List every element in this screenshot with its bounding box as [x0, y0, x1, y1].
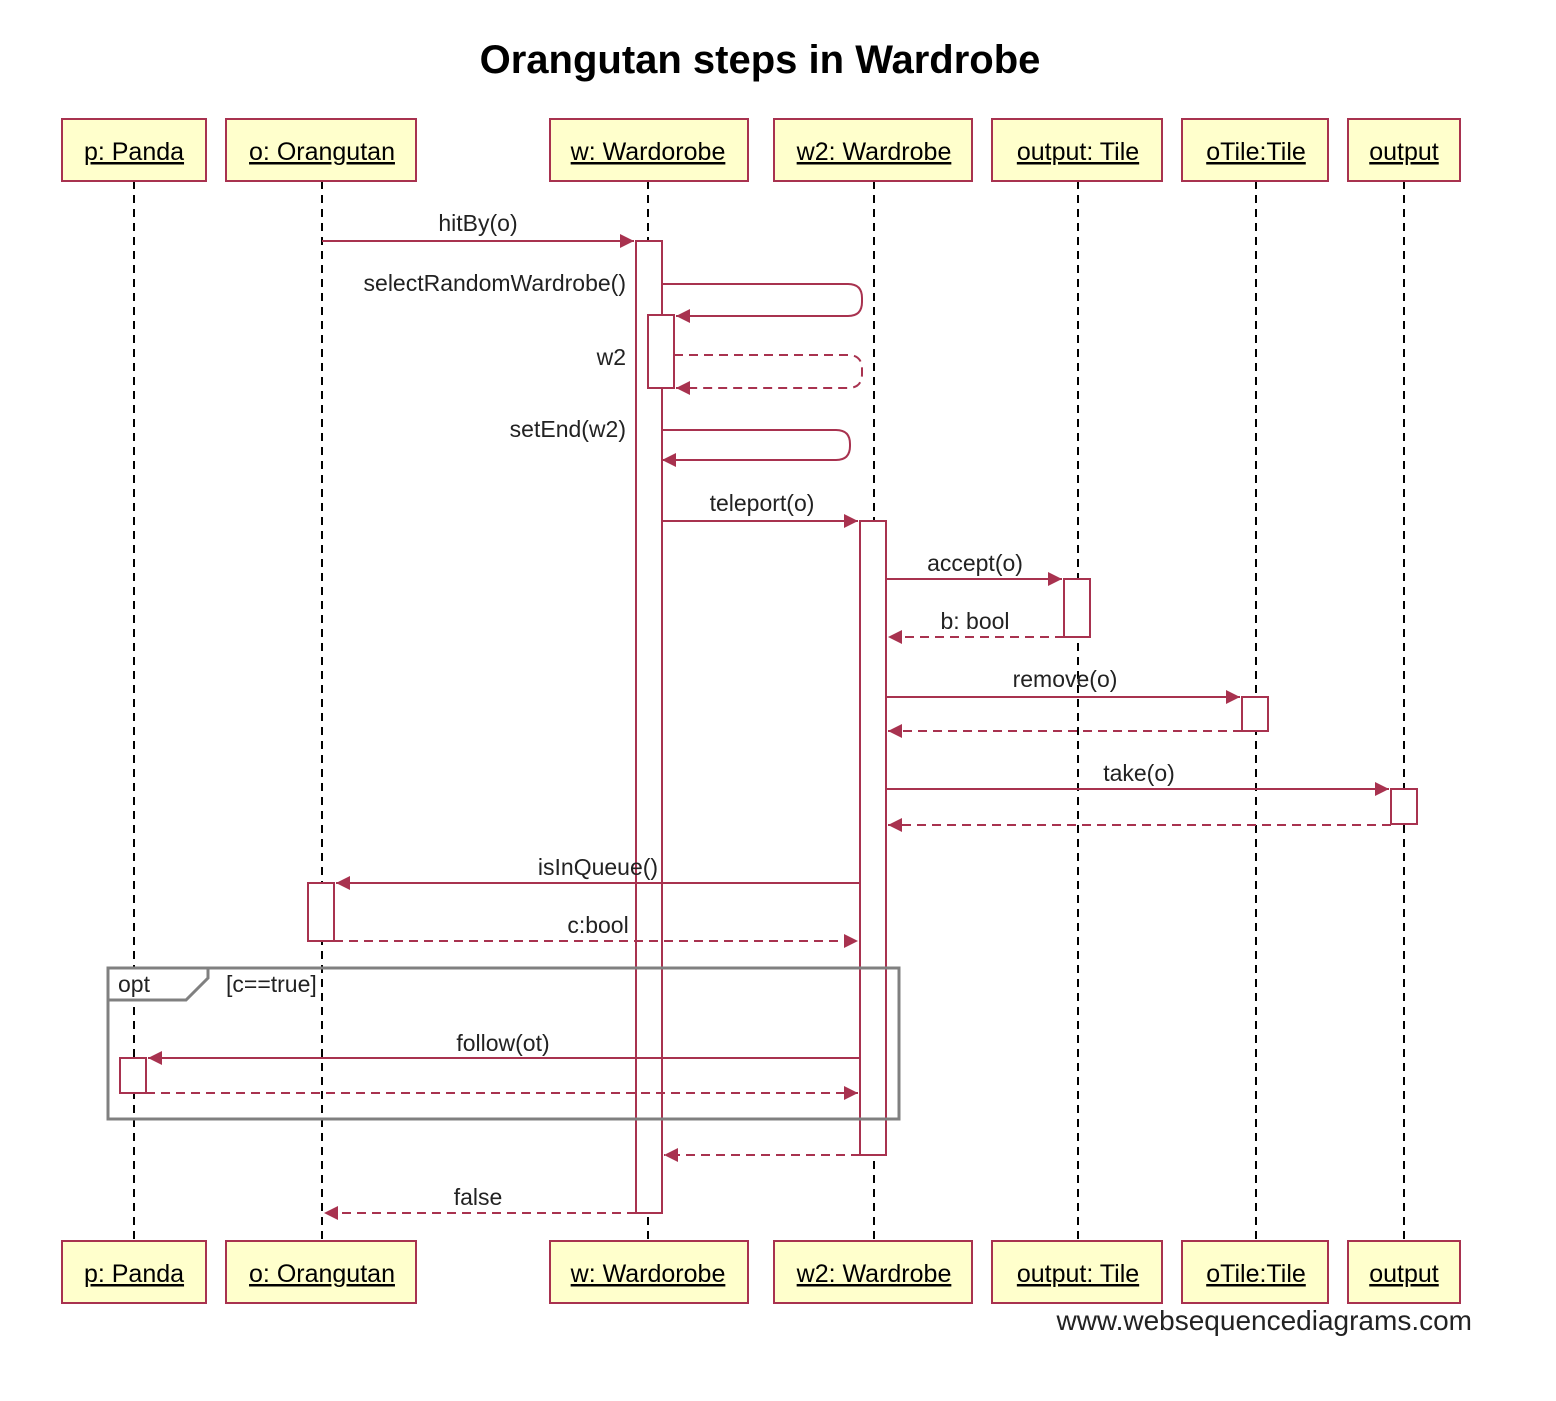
participant-box — [225, 118, 417, 182]
participant-panda-bottom: p: Panda — [61, 1240, 207, 1304]
message-label: accept(o) — [927, 550, 1023, 576]
participant-label: p: Panda — [84, 138, 184, 166]
participant-otile-bottom: oTile:Tile — [1181, 1240, 1329, 1304]
participant-orangutan-bottom: o: Orangutan — [225, 1240, 417, 1304]
participant-box — [61, 1240, 207, 1304]
message-label: w2 — [596, 344, 626, 370]
return-arrow — [674, 354, 863, 395]
call-arrow — [662, 283, 863, 323]
message-b-bool: b: bool — [888, 608, 1064, 644]
participant-output-top: output — [1347, 118, 1461, 182]
messages: hitBy(o) selectRandomWardrobe() w2 setEnd(w… — [146, 210, 1391, 1220]
watermark: www.websequencediagrams.com — [1055, 1305, 1472, 1336]
participant-otile-top: oTile:Tile — [1181, 118, 1329, 182]
participant-box — [991, 118, 1163, 182]
participant-box — [549, 118, 749, 182]
message-teleport-o: teleport(o) — [662, 490, 858, 528]
participant-box — [991, 1240, 1163, 1304]
w2-activation — [859, 520, 887, 1156]
participant-w-bottom: w: Wardorobe — [549, 1240, 749, 1304]
message-take-o: take(o) — [886, 760, 1389, 796]
panda-activation — [119, 1057, 147, 1094]
opt-fragment: opt [c==true] — [106, 966, 901, 1121]
participant-box — [1181, 1240, 1329, 1304]
participant-box — [61, 118, 207, 182]
message-label: take(o) — [1103, 760, 1175, 786]
message-selectrandomwardrobe: selectRandomWardrobe() — [364, 270, 863, 323]
participant-label: output: Tile — [1017, 1260, 1139, 1288]
message-accept-o: accept(o) — [886, 550, 1062, 586]
participant-label: o: Orangutan — [249, 1260, 395, 1288]
participant-output_tile-top: output: Tile — [991, 118, 1163, 182]
activation-bars — [119, 240, 1418, 1214]
call-arrow — [662, 429, 851, 467]
participant-label: p: Panda — [84, 1260, 184, 1288]
message-label: follow(ot) — [456, 1030, 549, 1056]
participant-w-top: w: Wardorobe — [549, 118, 749, 182]
message-label: selectRandomWardrobe() — [364, 270, 626, 296]
orangutan-activation — [307, 882, 335, 942]
participant-heads-top: p: Panda o: Orangutan w: Wardorobe w2: Ward… — [61, 118, 1461, 182]
output-activation — [1390, 788, 1418, 825]
w-nested-activation — [647, 314, 675, 389]
message-label: hitBy(o) — [438, 210, 517, 236]
fragment-operator: opt — [118, 971, 151, 997]
message-hitby-o: hitBy(o) — [322, 210, 634, 248]
participant-label: w: Wardorobe — [570, 138, 726, 166]
participant-box — [773, 118, 973, 182]
message-false: false — [324, 1184, 636, 1220]
participant-label: output — [1369, 1260, 1439, 1288]
participant-box — [773, 1240, 973, 1304]
w-activation — [635, 240, 663, 1214]
output-tile-activation — [1063, 578, 1091, 638]
participant-box — [1181, 118, 1329, 182]
participant-label: output — [1369, 138, 1439, 166]
message-w2: w2 — [596, 344, 863, 395]
fragment-frame — [106, 966, 901, 1121]
message-setend-w2: setEnd(w2) — [510, 416, 851, 467]
message-c-bool: c:bool — [334, 912, 858, 948]
message-label: c:bool — [567, 912, 628, 938]
message-follow-ot: follow(ot) — [148, 1030, 860, 1065]
participant-label: w: Wardorobe — [570, 1260, 726, 1288]
participant-output_tile-bottom: output: Tile — [991, 1240, 1163, 1304]
participant-w2-bottom: w2: Wardrobe — [773, 1240, 973, 1304]
participant-box — [549, 1240, 749, 1304]
fragment-guard: [c==true] — [226, 971, 317, 997]
diagram-title: Orangutan steps in Wardrobe — [480, 38, 1041, 82]
participant-output-bottom: output — [1347, 1240, 1461, 1304]
participant-box — [1347, 1240, 1461, 1304]
participant-orangutan-top: o: Orangutan — [225, 118, 417, 182]
message-label: remove(o) — [1013, 666, 1118, 692]
participant-heads-bottom: p: Panda o: Orangutan w: Wardorobe w2: Ward… — [61, 1240, 1461, 1304]
participant-label: output: Tile — [1017, 138, 1139, 166]
message-isinqueue: isInQueue() — [336, 854, 860, 890]
message-label: setEnd(w2) — [510, 416, 626, 442]
participant-w2-top: w2: Wardrobe — [773, 118, 973, 182]
fragment-tab — [106, 966, 210, 1002]
message-label: isInQueue() — [538, 854, 658, 880]
participant-box — [1347, 118, 1461, 182]
participant-panda-top: p: Panda — [61, 118, 207, 182]
message-remove-o: remove(o) — [886, 666, 1240, 704]
participant-label: oTile:Tile — [1206, 138, 1306, 166]
participant-box — [225, 1240, 417, 1304]
participant-label: o: Orangutan — [249, 138, 395, 166]
otile-activation — [1241, 696, 1269, 732]
participant-label: w2: Wardrobe — [796, 1260, 952, 1288]
participant-label: w2: Wardrobe — [796, 138, 952, 166]
participant-label: oTile:Tile — [1206, 1260, 1306, 1288]
lifelines — [133, 181, 1405, 1241]
message-label: teleport(o) — [710, 490, 815, 516]
message-label: false — [454, 1184, 503, 1210]
message-label: b: bool — [940, 608, 1009, 634]
